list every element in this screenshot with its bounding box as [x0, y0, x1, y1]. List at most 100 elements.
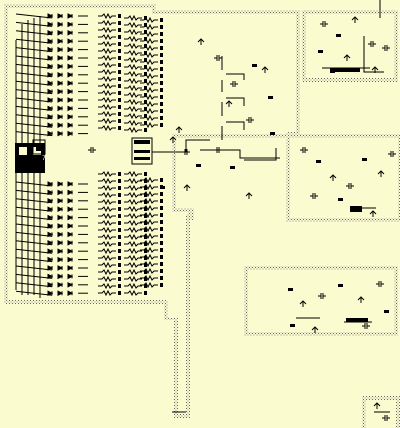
bottom-right-stub-area[interactable]	[366, 400, 396, 428]
central-connector[interactable]	[131, 137, 153, 165]
resistor-symbol	[98, 289, 116, 297]
small-part	[329, 174, 337, 181]
small-part	[362, 158, 367, 161]
resistor-symbol	[124, 289, 142, 297]
pin-symbol	[160, 220, 163, 224]
component-row	[140, 121, 163, 129]
pin-symbol	[118, 172, 121, 176]
component-row	[140, 93, 163, 101]
resistor-symbol	[98, 12, 116, 20]
diode-symbol	[47, 214, 54, 221]
pin-symbol	[118, 21, 121, 25]
small-part	[346, 183, 354, 189]
resistor-symbol	[98, 170, 116, 178]
pin-symbol	[144, 214, 147, 218]
small-part	[230, 166, 235, 169]
component-row	[15, 13, 88, 19]
resistor-symbol	[124, 28, 142, 36]
resistor-symbol	[140, 267, 158, 275]
small-part	[183, 184, 191, 191]
resistor-symbol	[140, 218, 158, 226]
component-row	[140, 72, 163, 80]
component-row	[124, 233, 147, 241]
transistor-symbol	[169, 136, 177, 143]
pin-symbol	[144, 270, 147, 274]
pin-symbol	[144, 242, 147, 246]
resistor-symbol	[98, 103, 116, 111]
pin-symbol	[160, 269, 163, 273]
small-part	[357, 296, 365, 303]
small-part	[288, 288, 293, 291]
component-row	[98, 12, 121, 20]
pin-symbol	[118, 200, 121, 204]
resistor-symbol	[124, 261, 142, 269]
component-row	[98, 240, 121, 248]
resistor-symbol	[98, 47, 116, 55]
diode-symbol	[67, 88, 74, 95]
capacitor-symbol	[382, 415, 390, 421]
component-row	[140, 274, 163, 282]
small-part	[299, 300, 307, 307]
resistor-symbol	[98, 40, 116, 48]
pin-symbol	[118, 270, 121, 274]
capacitor-symbol	[230, 81, 238, 87]
small-part	[318, 50, 323, 53]
diode-symbol	[47, 122, 54, 129]
resistor-symbol	[124, 21, 142, 29]
lower-right-box-area[interactable]	[248, 270, 394, 332]
resistor-symbol	[140, 114, 158, 122]
diode-symbol	[57, 46, 64, 53]
transistor-symbol	[175, 126, 183, 133]
component-row	[124, 177, 147, 185]
diode-symbol	[67, 71, 74, 78]
diode-symbol	[57, 248, 64, 255]
diode-symbol	[57, 80, 64, 87]
ground-symbol	[160, 186, 165, 189]
diode-symbol	[47, 223, 54, 229]
ground-symbol	[338, 284, 343, 287]
diode-symbol	[47, 265, 54, 271]
pin-symbol	[118, 49, 121, 53]
ground-symbol	[318, 50, 323, 53]
diode-symbol	[57, 181, 64, 187]
pin-symbol	[118, 256, 121, 260]
resistor-symbol	[124, 112, 142, 120]
component-row	[140, 281, 163, 289]
upper-right-box-area[interactable]	[306, 14, 394, 78]
resistor-symbol	[98, 254, 116, 262]
diode-symbol	[67, 13, 74, 19]
component-row	[124, 126, 147, 134]
pin-symbol	[160, 81, 163, 85]
middle-right-panel-area[interactable]	[290, 138, 398, 218]
resistor-symbol	[98, 124, 116, 132]
transistor-symbol	[299, 300, 307, 307]
component-row	[124, 289, 147, 297]
resistor-symbol	[98, 75, 116, 83]
resistor-symbol	[140, 100, 158, 108]
resistor-symbol	[98, 282, 116, 290]
small-part	[261, 66, 269, 73]
resistor-symbol	[124, 240, 142, 248]
diode-symbol	[47, 88, 54, 95]
resistor-symbol	[140, 176, 158, 184]
resistor-symbol	[140, 65, 158, 73]
pin-symbol	[118, 242, 121, 246]
resistor-symbol	[140, 246, 158, 254]
pin-symbol	[118, 263, 121, 267]
pin-symbol	[160, 67, 163, 71]
small-part	[197, 38, 205, 45]
main-left-block-area[interactable]	[8, 8, 296, 414]
diode-symbol	[57, 189, 64, 196]
resistor-symbol	[124, 63, 142, 71]
pin-symbol	[160, 53, 163, 57]
pin-symbol	[160, 116, 163, 120]
component-row	[124, 268, 147, 276]
pin-symbol	[118, 235, 121, 239]
component-row	[98, 33, 121, 41]
component-row	[98, 110, 121, 118]
pin-symbol	[160, 25, 163, 29]
component-row	[98, 26, 121, 34]
resistor-symbol	[98, 268, 116, 276]
